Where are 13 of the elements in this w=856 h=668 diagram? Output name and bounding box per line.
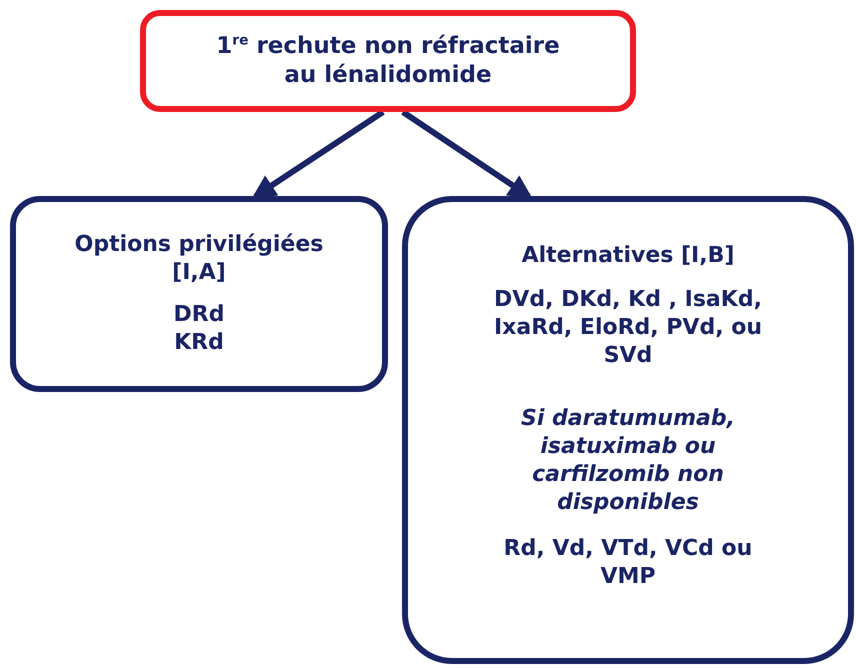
box-text: Si daratumumab, isatuximab ou carfilzomib non disponibles [520,404,736,518]
box-text: DVd, DKd, Kd , IsaKd, IxaRd, EloRd, PVd, ou SVd [492,286,763,370]
arrow [401,110,533,199]
box-heading: Alternatives [I,B] [522,242,734,270]
arrow [252,110,385,199]
box-text: KRd [174,329,224,358]
box-text: DRd [174,301,224,329]
box-heading: Options privilégiées [I,A] [74,230,324,287]
box-text: 1$^{re}$ rechute non réfractaire au lénalidomide [215,32,561,90]
option-box [402,196,854,664]
title-box [140,10,636,112]
option-box [10,196,388,392]
box-text: Rd, Vd, VTd, VCd ou VMP [502,535,754,592]
